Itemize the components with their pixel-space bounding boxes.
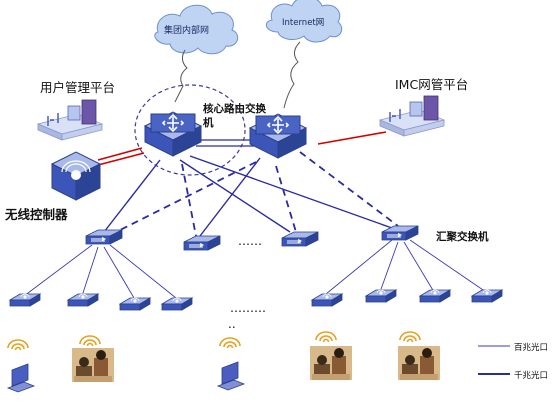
access-point xyxy=(365,289,397,303)
legend-label-1000m: 千兆光口 xyxy=(514,370,548,381)
core-area-outline xyxy=(134,84,246,176)
ellipsis-switches: …… xyxy=(238,234,262,248)
link-agg1-ap xyxy=(103,246,135,299)
wifi-icon xyxy=(7,339,29,351)
link-core-imc xyxy=(317,131,387,145)
wifi-icon xyxy=(219,337,241,349)
access-point xyxy=(9,293,41,307)
link-agg4-ap xyxy=(403,241,435,293)
legend: 百兆光口 千兆光口 xyxy=(478,342,548,381)
agg-switch-4 xyxy=(381,225,419,241)
link-agg4-ap xyxy=(325,239,393,295)
link-core1-agg3 xyxy=(179,159,291,233)
wifi-icon xyxy=(79,335,101,347)
link-intranet-core xyxy=(174,49,188,103)
link-agg1-ap xyxy=(109,244,177,299)
label-imc-platform: IMC网管平台 xyxy=(395,77,468,92)
laptop-icon xyxy=(217,361,245,391)
link-core1-agg2 xyxy=(181,163,197,237)
link-core1-agg4 xyxy=(189,155,393,229)
wifi-icon xyxy=(399,331,421,343)
users-photo-icon xyxy=(310,346,352,380)
access-point xyxy=(419,289,451,303)
cloud-internet: Internet网 xyxy=(265,0,343,43)
wireless-controller-icon xyxy=(71,170,81,180)
users-photo-icon xyxy=(398,346,440,380)
agg-switch-1 xyxy=(85,229,123,245)
link-core2-agg3 xyxy=(275,165,297,233)
core-switch-left xyxy=(144,111,202,157)
link-agg1-ap xyxy=(23,244,93,297)
ellipsis-aps-2: .. xyxy=(228,317,236,331)
link-core-wlc-2 xyxy=(97,152,145,166)
link-agg1-ap xyxy=(81,246,99,297)
cloud-label-group-intranet: 集团内部网 xyxy=(164,24,209,36)
cloud-label-internet: Internet网 xyxy=(282,18,324,28)
link-agg4-ap xyxy=(409,239,487,293)
agg-switch-2 xyxy=(183,235,221,251)
core-switch-right xyxy=(249,113,307,159)
label-core-switch-line1: 核心路由交换 xyxy=(203,102,266,115)
label-core-switch-line2: 机 xyxy=(203,116,214,129)
access-point xyxy=(471,289,503,303)
access-point xyxy=(119,297,151,311)
link-core1-agg1 xyxy=(103,159,161,233)
legend-label-100m: 百兆光口 xyxy=(514,342,548,353)
link-core-wlc-1 xyxy=(97,147,143,161)
user-mgmt-server-icon xyxy=(37,99,103,141)
access-point xyxy=(311,293,343,307)
label-aggregation-switch: 汇聚交换机 xyxy=(436,230,489,243)
wireless-controller-device xyxy=(50,151,102,201)
link-core2-agg2 xyxy=(199,157,261,237)
ellipsis-aps: ……… xyxy=(230,301,266,315)
agg-switch-3 xyxy=(281,231,319,247)
link-agg4-ap xyxy=(379,241,399,293)
users-photo-icon xyxy=(72,348,114,382)
cloud-group-intranet: 集团内部网 xyxy=(154,4,239,55)
label-wireless-controller: 无线控制器 xyxy=(4,207,68,222)
imc-server-icon xyxy=(379,95,445,137)
label-user-mgmt-platform: 用户管理平台 xyxy=(40,80,115,95)
access-point xyxy=(67,293,99,307)
access-point xyxy=(161,297,193,311)
link-core2-agg4 xyxy=(299,151,399,227)
laptop-icon xyxy=(7,363,35,393)
link-internet-core xyxy=(283,41,301,109)
link-core2-agg1 xyxy=(111,161,257,235)
wifi-icon xyxy=(315,331,337,343)
